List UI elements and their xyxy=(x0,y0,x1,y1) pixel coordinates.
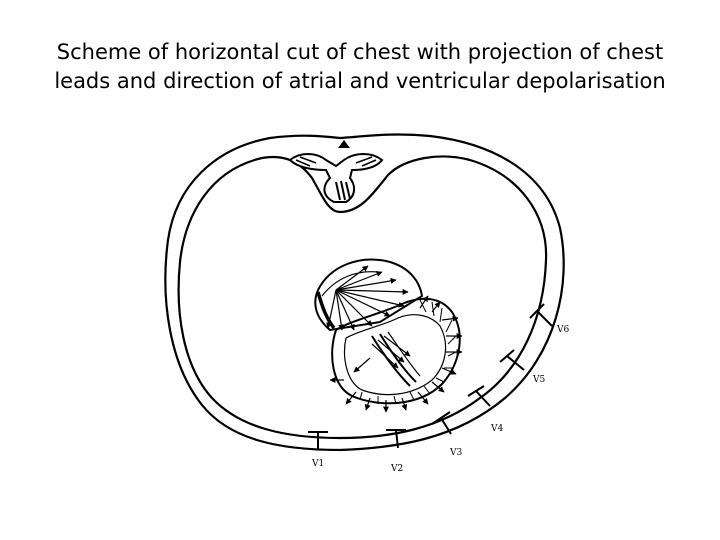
lead-label-v2: V2 xyxy=(390,464,403,474)
lead-label-v4: V4 xyxy=(490,424,503,434)
electrode-v6 xyxy=(529,303,553,327)
vertebra xyxy=(288,140,384,203)
diagram-title: Scheme of horizontal cut of chest with p… xyxy=(0,38,720,96)
lead-labels: V1 V2 V3 V4 V5 V6 xyxy=(311,325,569,474)
title-line-2: leads and direction of atrial and ventri… xyxy=(54,69,666,93)
electrode-markers xyxy=(308,303,553,450)
electrode-v4 xyxy=(467,385,491,407)
lead-label-v6: V6 xyxy=(556,325,569,335)
lead-label-v1: V1 xyxy=(311,459,324,469)
title-line-1: Scheme of horizontal cut of chest with p… xyxy=(56,40,664,64)
chest-wall-outer xyxy=(164,133,565,452)
heart xyxy=(314,258,461,405)
atrial-depolarisation-arrows xyxy=(326,265,409,331)
lead-label-v3: V3 xyxy=(449,448,462,458)
atria xyxy=(314,258,424,332)
electrode-v1 xyxy=(308,431,328,450)
chest-wall-inner xyxy=(177,155,548,440)
lead-label-v5: V5 xyxy=(532,375,545,385)
electrode-v3 xyxy=(431,411,452,435)
ventricular-depolarisation-arrows xyxy=(329,295,463,413)
electrode-v5 xyxy=(499,349,525,371)
electrode-v2 xyxy=(386,429,406,449)
